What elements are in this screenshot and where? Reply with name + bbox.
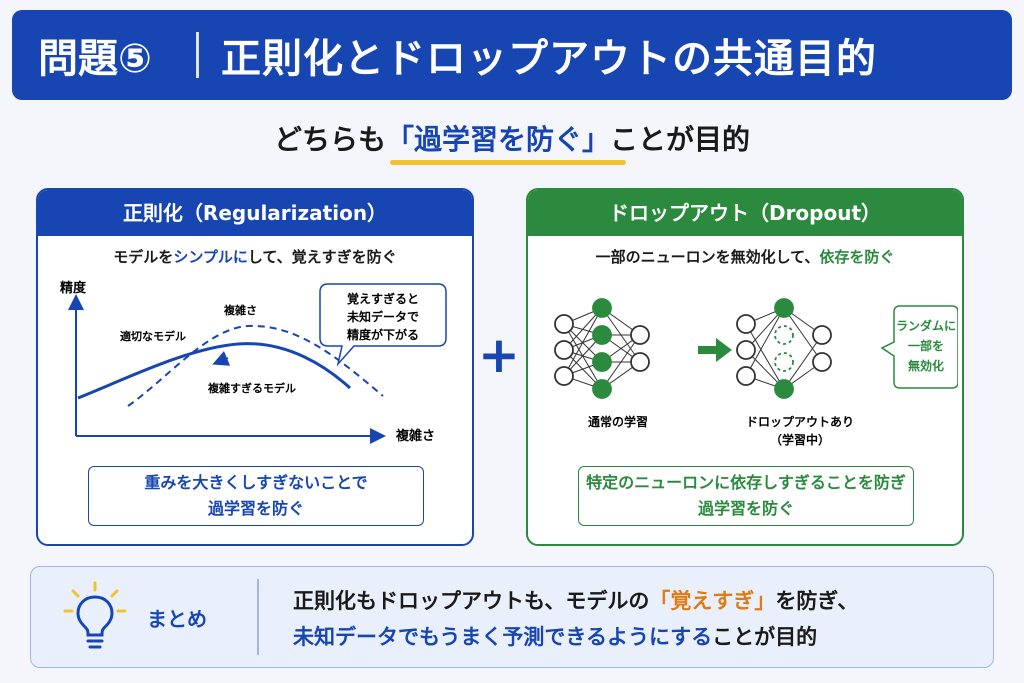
dropout-hidden-neuron (774, 379, 794, 399)
regularization-panel: 正則化（Regularization） モデルをシンプルにして、覚えすぎを防ぐ … (36, 188, 474, 546)
random-callout-line3: 無効化 (908, 358, 944, 373)
subtitle-underline (390, 160, 626, 165)
dropout-learning-label-line2: （学習中） (770, 432, 830, 447)
normal-input-neuron (554, 340, 574, 360)
complex-model-label: 複雑すぎるモデル (207, 381, 296, 395)
summary-line1: 正則化もドロップアウトも、モデルの「覚えすぎ」を防ぎ、 (293, 583, 858, 619)
dropout-input-neuron (736, 340, 756, 360)
header-separator (196, 32, 199, 78)
dropout-dropped-neuron (774, 352, 794, 372)
normal-output-neuron (630, 325, 650, 345)
peak-label: 複雑さ (223, 303, 257, 317)
summary-line1-part1: 正則化もドロップアウトも、モデルの (293, 589, 650, 613)
regularization-summary-box: 重みを大きくしすぎないことで 過学習を防ぐ (88, 466, 424, 526)
dropout-output-neuron (812, 352, 832, 372)
drop-box-line1: 特定のニューロンに依存しすぎることを防ぎ (586, 473, 906, 492)
normal-hidden-neuron (592, 298, 612, 318)
summary-line1-highlight: 「覚えすぎ」 (649, 589, 776, 613)
network-edges (563, 307, 823, 390)
summary-label: まとめ (147, 607, 207, 631)
subtitle-suffix: ことが目的 (610, 123, 751, 156)
dropout-input-neuron (736, 314, 756, 334)
normal-output-neuron (630, 352, 650, 372)
x-axis-label: 複雑さ (395, 428, 435, 444)
overfit-callout: 覚えすぎると 未知データで 精度が下がる (319, 283, 447, 367)
random-disable-callout: ランダムに 一部を 無効化 (880, 305, 958, 389)
header-banner: 問題⑤ 正則化とドロップアウトの共通目的 (12, 10, 1012, 100)
lightbulb-icon (63, 581, 127, 649)
regularization-title: 正則化（Regularization） (38, 190, 472, 236)
reg-desc-part1: モデルを (113, 248, 174, 266)
dropout-hidden-neuron (774, 298, 794, 318)
summary-divider (257, 579, 259, 655)
network-nodes (554, 298, 832, 399)
callout-line1: 覚えすぎると (347, 291, 419, 306)
subtitle-highlight: 「過学習を防ぐ」 (385, 123, 610, 156)
random-callout-line1: ランダムに (896, 318, 956, 333)
dropout-output-neuron (812, 325, 832, 345)
summary-line1-part2: を防ぎ、 (775, 589, 859, 613)
arrow-right-icon (698, 338, 732, 362)
neural-network-diagram: 通常の学習 ドロップアウトあり （学習中） ランダムに 一部を 無効化 (554, 298, 958, 447)
normal-hidden-neuron (592, 379, 612, 399)
random-callout-line2: 一部を (908, 338, 944, 353)
normal-input-neuron (554, 366, 574, 386)
drop-desc-highlight: 依存を防ぐ (819, 248, 895, 266)
reg-desc-highlight: シンプルに (173, 248, 248, 266)
dropout-edge (745, 323, 785, 390)
normal-edge (601, 334, 641, 390)
dropout-edge (783, 307, 823, 363)
accuracy-complexity-chart: 精度 複雑さ 適切なモデル 複雑さ 複雑すぎるモデル 覚えすぎると 未知データで… (60, 280, 447, 444)
reg-desc-part2: して、覚えすぎを防ぐ (247, 248, 397, 266)
drop-box-line2: 過学習を防ぐ (697, 499, 794, 518)
callout-line2: 未知データで (346, 309, 419, 324)
appropriate-model-label: 適切なモデル (120, 329, 186, 343)
dropout-input-neuron (736, 366, 756, 386)
y-axis-label: 精度 (60, 280, 87, 296)
regularization-description: モデルをシンプルにして、覚えすぎを防ぐ (38, 246, 472, 267)
dropout-title: ドロップアウト（Dropout） (528, 190, 962, 236)
summary-line2-highlight: 未知データでもうまく予測できるようにする (293, 625, 713, 649)
complex-model-curve (127, 324, 384, 407)
dropout-learning-label-line1: ドロップアウトあり (746, 414, 854, 429)
normal-edge (563, 307, 603, 377)
summary-line2-part2: ことが目的 (712, 625, 818, 649)
reg-box-line2: 過学習を防ぐ (207, 499, 304, 518)
dropout-edge (745, 307, 785, 377)
normal-hidden-neuron (592, 325, 612, 345)
dropout-dropped-neuron (774, 325, 794, 345)
page-title: 正則化とドロップアウトの共通目的 (221, 36, 877, 82)
callout-line3: 精度が下がる (347, 327, 419, 342)
drop-desc-part1: 一部のニューロンを無効化して、 (595, 248, 820, 266)
dropout-panel: ドロップアウト（Dropout） 一部のニューロンを無効化して、依存を防ぐ 通常… (526, 188, 964, 546)
dropout-edge (783, 334, 823, 390)
appropriate-model-curve (77, 342, 352, 400)
curve-arrow (212, 351, 231, 366)
reg-box-line1: 重みを大きくしすぎないことで (144, 473, 368, 492)
normal-input-neuron (554, 314, 574, 334)
summary-text: 正則化もドロップアウトも、モデルの「覚えすぎ」を防ぎ、 未知データでもうまく予測… (293, 583, 858, 655)
subtitle: どちらも「過学習を防ぐ」ことが目的 (0, 118, 1024, 158)
dropout-description: 一部のニューロンを無効化して、依存を防ぐ (528, 246, 962, 267)
summary-line2: 未知データでもうまく予測できるようにすることが目的 (293, 619, 858, 655)
normal-learning-label: 通常の学習 (588, 414, 648, 429)
question-number: 問題⑤ (38, 36, 152, 82)
summary-panel: まとめ 正則化もドロップアウトも、モデルの「覚えすぎ」を防ぎ、 未知データでもう… (30, 566, 994, 668)
dropout-summary-box: 特定のニューロンに依存しすぎることを防ぎ 過学習を防ぐ (578, 466, 914, 526)
normal-hidden-neuron (592, 352, 612, 372)
subtitle-prefix: どちらも (273, 123, 386, 156)
plus-sign: + (478, 326, 520, 384)
